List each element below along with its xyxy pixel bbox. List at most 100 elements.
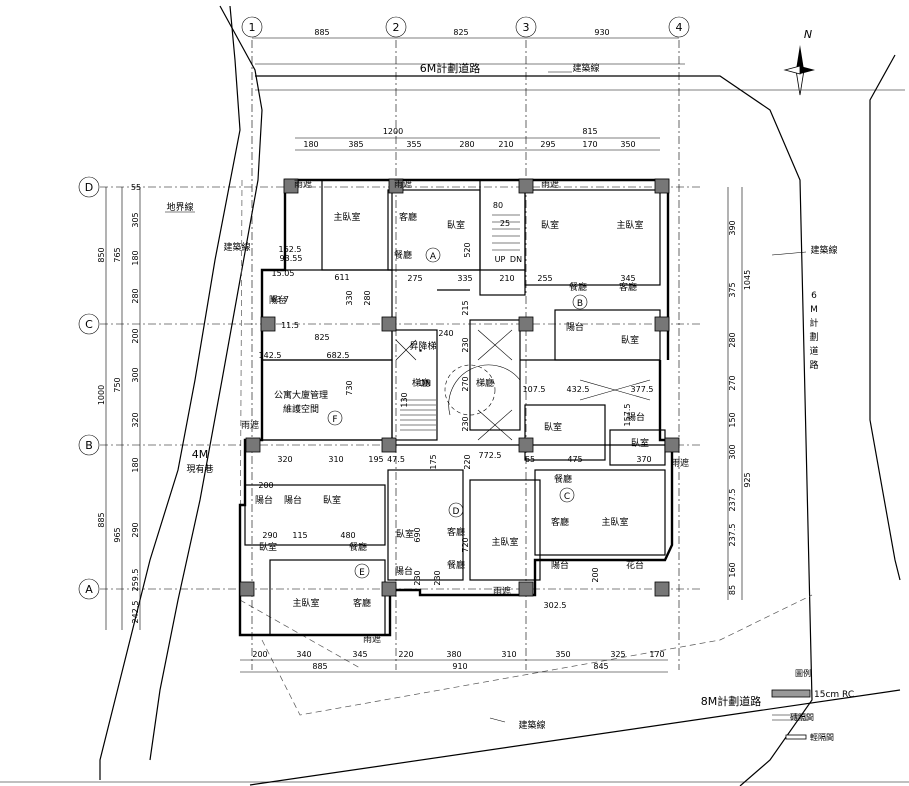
svg-text:350: 350 [555,650,570,659]
svg-text:主臥室: 主臥室 [292,597,319,609]
svg-text:200: 200 [131,328,140,343]
svg-text:計: 計 [809,317,818,329]
svg-text:385: 385 [348,140,363,149]
svg-text:陽台: 陽台 [284,494,302,506]
svg-text:雨遮: 雨遮 [363,633,381,645]
grid-col-3: 3 [523,21,530,34]
svg-text:475: 475 [567,455,582,464]
unit-c-label: C [564,492,570,502]
svg-text:主臥室: 主臥室 [616,219,643,231]
svg-text:6: 6 [811,291,817,301]
svg-text:85: 85 [728,585,737,595]
svg-text:259.5: 259.5 [131,569,140,592]
svg-text:720: 720 [461,537,470,552]
svg-text:200: 200 [591,567,600,582]
svg-text:昇降梯: 昇降梯 [409,340,436,352]
svg-text:11.5: 11.5 [281,321,299,330]
svg-text:DN: DN [419,379,431,388]
svg-text:雨遮: 雨遮 [241,419,259,431]
svg-text:220: 220 [463,454,472,469]
building-outline [238,178,674,637]
svg-text:175: 175 [429,454,438,469]
svg-text:162.5: 162.5 [279,245,302,254]
svg-text:290: 290 [131,522,140,537]
unit-a-label: A [430,252,437,262]
svg-text:340: 340 [296,650,311,659]
svg-text:772.5: 772.5 [479,451,502,460]
svg-text:320: 320 [277,455,292,464]
stair-treads [395,214,651,441]
svg-text:305: 305 [131,212,140,227]
setback-left: 建築線 [223,241,250,253]
svg-text:180: 180 [131,250,140,265]
svg-text:335: 335 [457,274,472,283]
svg-text:客廳: 客廳 [399,211,417,223]
svg-text:DN: DN [510,255,522,264]
grid-col-2: 2 [393,21,400,34]
svg-text:180: 180 [131,457,140,472]
svg-text:825: 825 [314,333,329,342]
svg-text:815: 815 [582,127,597,136]
svg-text:270: 270 [461,376,470,391]
svg-text:65: 65 [525,455,535,464]
svg-text:150: 150 [728,412,737,427]
svg-text:陽台: 陽台 [551,559,569,571]
grid-row-a: A [85,583,93,596]
svg-text:臥室: 臥室 [544,421,562,433]
svg-text:陽台: 陽台 [269,294,287,306]
svg-text:230: 230 [461,416,470,431]
svg-text:臥室: 臥室 [323,494,341,506]
svg-text:730: 730 [345,380,354,395]
svg-text:230: 230 [413,570,422,585]
svg-text:劃: 劃 [809,331,818,343]
svg-text:客廳: 客廳 [619,281,637,293]
unit-e-label: E [359,568,365,578]
svg-text:230: 230 [461,337,470,352]
svg-text:280: 280 [728,332,737,347]
svg-text:主臥室: 主臥室 [601,516,628,528]
svg-text:432.5: 432.5 [567,385,590,394]
svg-text:375: 375 [728,282,737,297]
svg-text:N: N [804,28,812,41]
grid-row-d: D [85,181,93,194]
svg-text:臥室: 臥室 [396,528,414,540]
svg-text:355: 355 [406,140,421,149]
svg-text:350: 350 [620,140,635,149]
svg-text:157.5: 157.5 [623,404,632,427]
mgmt-label-1: 公寓大廈管理 [274,389,328,401]
svg-text:310: 310 [328,455,343,464]
svg-text:餐廳: 餐廳 [394,249,412,261]
svg-text:237.5: 237.5 [728,489,737,512]
svg-text:320: 320 [131,412,140,427]
svg-text:200: 200 [258,481,273,490]
unit-markers: A B C D E F [327,247,588,579]
mgmt-label-2: 維護空間 [283,403,319,415]
svg-text:主臥室: 主臥室 [491,536,518,548]
svg-text:25: 25 [500,219,510,228]
unit-b-label: B [577,299,583,309]
svg-text:客廳: 客廳 [353,597,371,609]
svg-text:1000: 1000 [97,385,106,405]
setback-right: 建築線 [810,244,837,256]
svg-text:325: 325 [610,650,625,659]
svg-text:臥室: 臥室 [621,334,639,346]
svg-text:750: 750 [113,377,122,392]
structural-columns [239,178,680,597]
svg-text:255: 255 [537,274,552,283]
grid-col-4: 4 [676,21,683,34]
svg-text:客廳: 客廳 [551,516,569,528]
svg-text:240: 240 [438,329,453,338]
svg-text:345: 345 [620,274,635,283]
right-dimensions: 390 375 280 270 150 300 237.5 237.5 160 … [727,187,752,600]
svg-text:1200: 1200 [383,127,403,136]
road-left-a: 4M [192,448,209,461]
boundary-line: 地界線 [166,201,193,213]
svg-text:107.5: 107.5 [523,385,546,394]
svg-text:路: 路 [809,359,818,371]
svg-text:142.5: 142.5 [259,351,282,360]
grid-row-b: B [85,439,93,452]
svg-text:63.7: 63.7 [271,295,289,304]
svg-text:臥室: 臥室 [631,437,649,449]
svg-text:825: 825 [453,28,468,37]
